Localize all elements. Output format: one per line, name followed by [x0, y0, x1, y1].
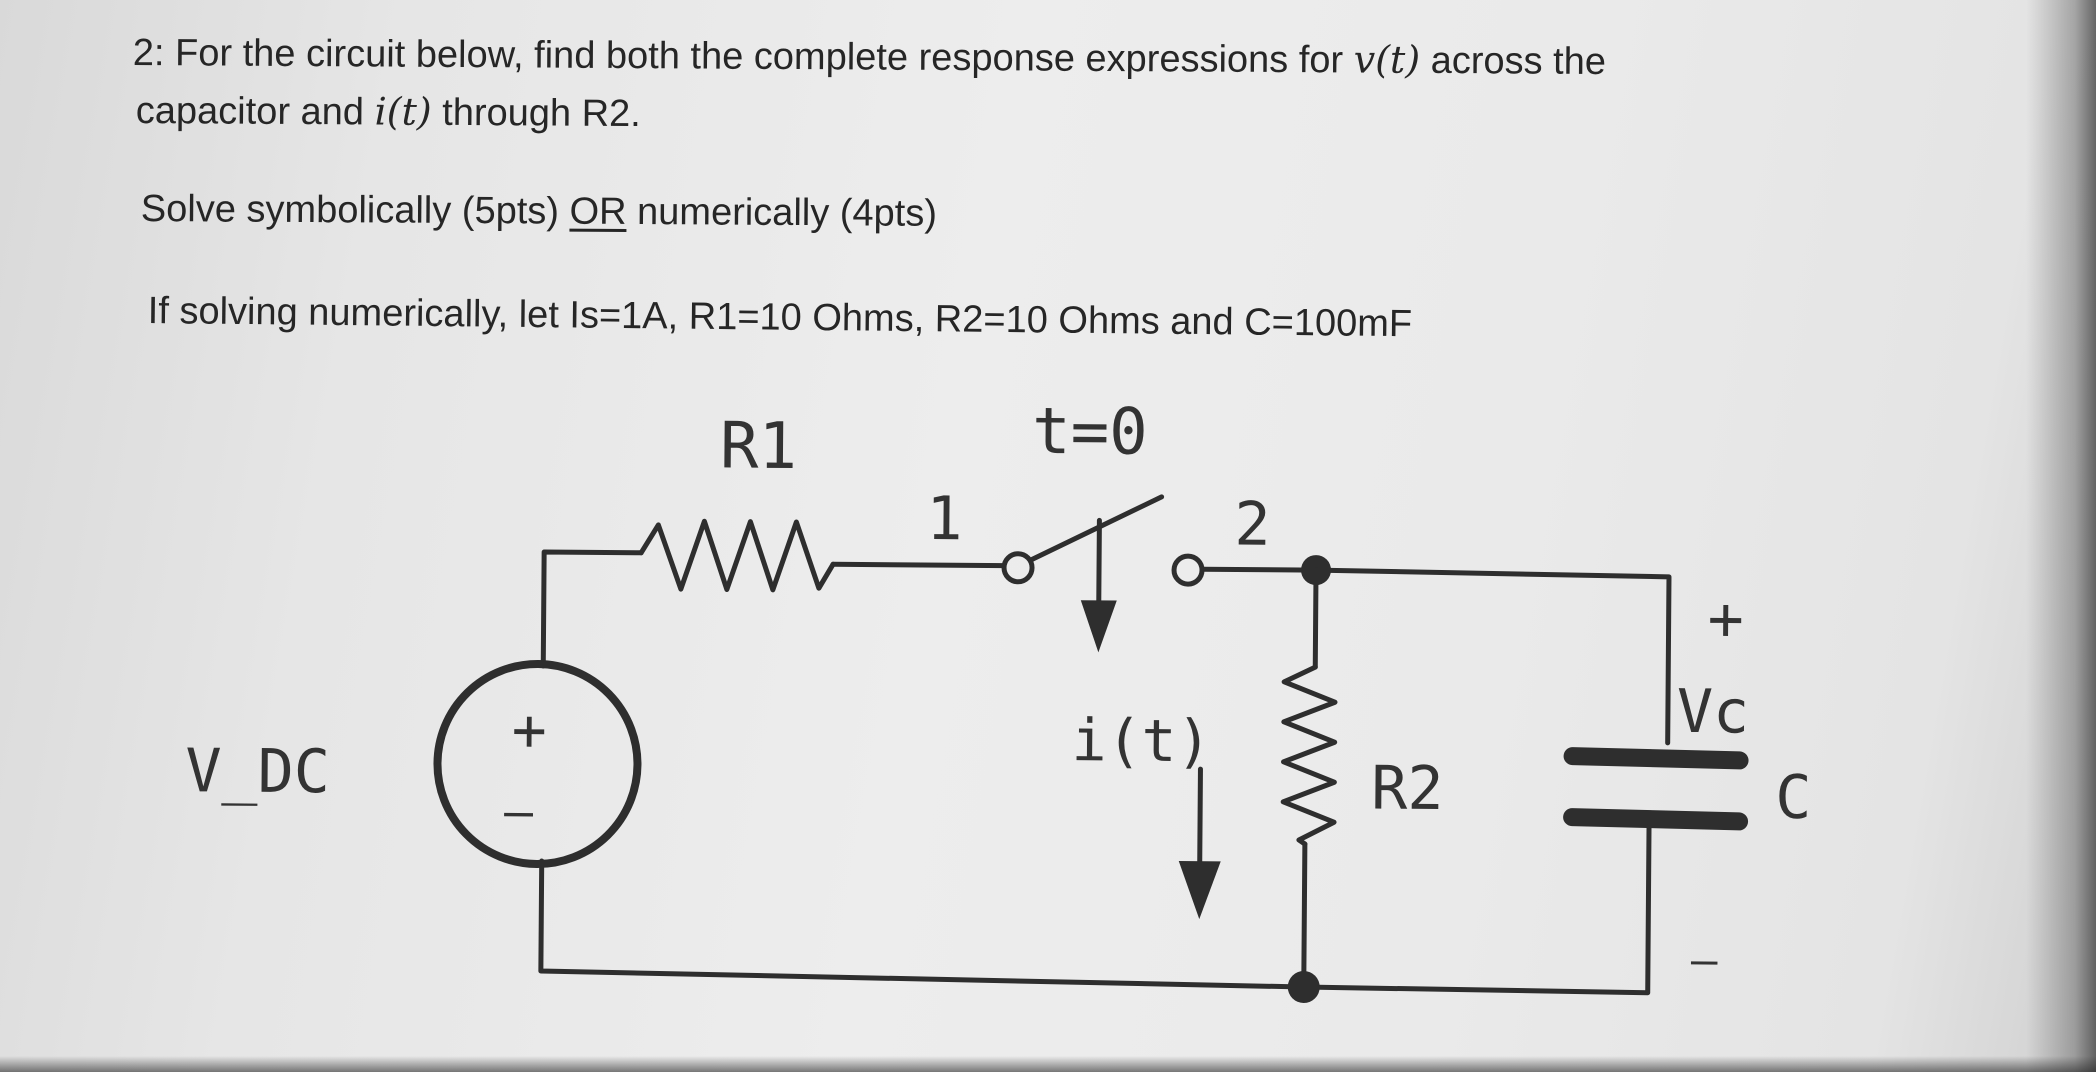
switch-time-label: t=0: [1032, 395, 1148, 470]
r2-resistor: [1280, 664, 1338, 847]
r1-label: R1: [720, 409, 798, 484]
wire-r2-bottom: [1301, 841, 1308, 980]
switch-terminal-2: [1171, 553, 1205, 587]
capacitor-bottom-plate: [1563, 808, 1749, 831]
current-arrow-stem: [1197, 766, 1203, 866]
page-bottom-shadow: [0, 1056, 2096, 1072]
wire-left-top: [540, 549, 644, 669]
switch-blade: [1028, 494, 1165, 563]
switch-arrow-stem: [1096, 517, 1102, 608]
voltage-source-circle: [433, 659, 642, 868]
current-arrow-head: [1178, 861, 1221, 920]
capacitor-voltage-label: Vc: [1677, 677, 1750, 748]
current-label: i(t): [1071, 706, 1211, 775]
switch-terminal-1: [1001, 551, 1035, 585]
capacitor-label: C: [1775, 763, 1812, 833]
switch-arrow-head: [1080, 600, 1117, 653]
switch-pos1-label: 1: [926, 484, 963, 554]
wire-r2-top: [1312, 567, 1319, 670]
r1-resistor: [638, 518, 836, 593]
source-plus-sign: +: [511, 696, 546, 764]
wire-r1-to-switch: [830, 561, 1007, 569]
capacitor-plus-sign: +: [1707, 584, 1744, 654]
source-label: V_DC: [185, 736, 330, 807]
wire-bottom: [538, 824, 1652, 996]
r2-label: R2: [1371, 754, 1444, 825]
capacitor-top-plate: [1563, 747, 1749, 770]
page-edge-shadow: [2026, 0, 2096, 1072]
capacitor-minus-sign: —: [1691, 935, 1718, 986]
wire-switch-to-node: [1199, 566, 1319, 573]
wire-top-right: [1313, 567, 1672, 746]
switch-pos2-label: 2: [1234, 489, 1271, 559]
source-minus-sign: —: [504, 784, 533, 840]
